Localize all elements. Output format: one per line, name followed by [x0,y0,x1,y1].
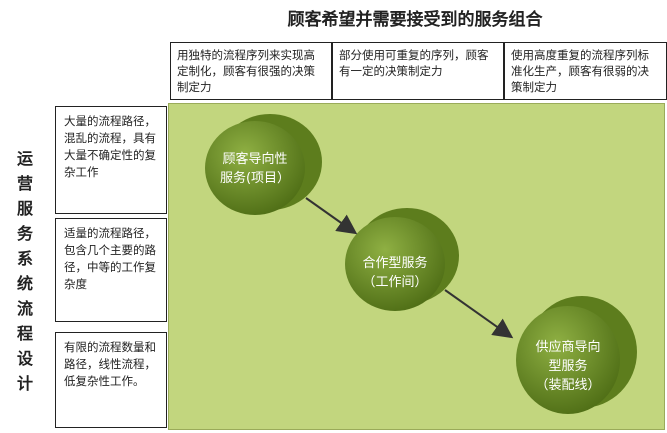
node-label-line: 合作型服务 [362,256,428,271]
row-header-complex: 大量的流程路径，混乱的流程，具有大量不确定性的复杂工作 [55,106,167,214]
side-title: 运营服务系统流程设计 [16,149,33,393]
arrow-2-to-3 [444,289,514,339]
diagram-title: 顾客希望并需要接受到的服务组合 [287,10,543,30]
node-cooperative [345,208,459,311]
row-header-simple: 有限的流程数量和路径，线性流程，低复杂性工作。 [55,332,167,428]
node-label-line: （装配线） [535,378,601,393]
node-supplier-oriented [516,296,637,414]
node-label-supplier-oriented: 供应商导向 型服务 （装配线） [513,338,623,395]
node-label-line: （工作间） [362,275,428,290]
arrow-1-to-2 [305,197,358,235]
node-customer-oriented [205,114,322,215]
node-label-line: 顾客导向性 [222,152,288,167]
column-header-text: 用独特的流程序列来实现高定制化，顾客有很强的决策制定力 [177,48,315,94]
column-header-standardized: 使用高度重复的流程序列标准化生产，顾客有很弱的决策制定力 [504,42,667,100]
node-label-customer-oriented: 顾客导向性 服务(项目） [200,150,310,188]
column-header-high-customization: 用独特的流程序列来实现高定制化，顾客有很强的决策制定力 [170,42,332,100]
node-label-cooperative: 合作型服务 （工作间） [340,254,450,292]
node-label-line: 服务(项目） [219,171,291,186]
column-header-text: 部分使用可重复的序列，顾客有一定的决策制定力 [339,48,489,78]
column-header-text: 使用高度重复的流程序列标准化生产，顾客有很弱的决策制定力 [511,48,649,94]
node-label-line: 供应商导向 [535,340,601,355]
node-label-line: 型服务 [548,359,588,374]
row-header-moderate: 适量的流程路径，包含几个主要的路径，中等的工作复杂度 [55,218,167,322]
column-header-partial-repeat: 部分使用可重复的序列，顾客有一定的决策制定力 [332,42,504,100]
